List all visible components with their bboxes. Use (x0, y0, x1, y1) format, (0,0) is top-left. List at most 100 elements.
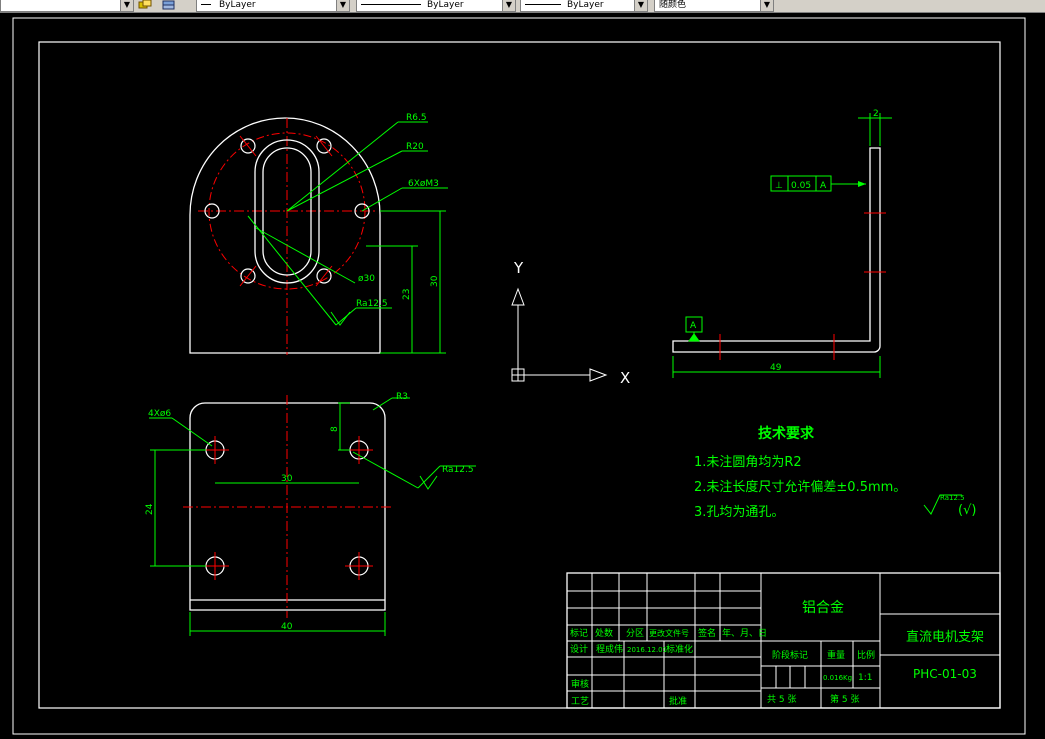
tech-title: 技术要求 (758, 425, 815, 442)
dim-24: 24 (145, 503, 155, 515)
tb-header-date: 年、月、日 (722, 627, 767, 639)
lineweight-value: ByLayer (427, 0, 464, 10)
leader-line (239, 135, 257, 157)
front-view (189, 117, 448, 355)
hole (204, 203, 220, 219)
side-view-outline (672, 147, 881, 353)
slot-inner (262, 147, 312, 276)
line-swatch (201, 4, 211, 5)
plotstyle-value: ByLayer (567, 0, 604, 10)
dim-40: 40 (281, 622, 293, 632)
roughness-suffix: (√) (958, 503, 976, 518)
dim-2: 2 (873, 109, 879, 119)
leader-line (352, 451, 419, 489)
ucs-x-label: X (620, 369, 630, 387)
ucs-y-arrow (511, 287, 525, 306)
leader-line (286, 121, 399, 212)
side-view (672, 113, 892, 378)
label-ra: Ra12.5 (356, 299, 388, 309)
tb-stage-mark: 阶段标记 (772, 649, 808, 661)
title-block (566, 572, 1001, 709)
chevron-down-icon[interactable]: ▼ (120, 0, 133, 11)
top-view-text: 4Xø6 R3 Ra12.5 8 30 24 40 (145, 392, 474, 632)
sheet-inner-border (38, 41, 1001, 709)
leader-line (417, 465, 441, 489)
roughness-symbol (419, 475, 438, 490)
tb-header-count: 处数 (595, 627, 613, 639)
hole (316, 268, 332, 284)
color-dropdown[interactable]: 随颜色 ▼ (654, 0, 774, 12)
top-view-outline (189, 402, 386, 611)
label-r3: R3 (396, 392, 408, 402)
leader-line (171, 417, 213, 447)
tb-header-sign: 签名 (698, 627, 716, 639)
front-view-outline (189, 117, 381, 354)
dim-30: 30 (281, 474, 293, 484)
label-r65: R6.5 (406, 113, 427, 123)
front-view-text: R6.5 R20 6XøM3 ø30 Ra12.5 23 30 (356, 113, 440, 309)
tb-approve: 批准 (669, 695, 687, 707)
leader-line (361, 187, 403, 212)
drawing-canvas[interactable]: R6.5 R20 6XøM3 ø30 Ra12.5 23 30 (0, 13, 1045, 739)
chevron-down-icon[interactable]: ▼ (760, 0, 773, 11)
color-value: 随颜色 (659, 0, 687, 10)
tech-requirements: 技术要求 1.未注圆角均为R2 2.未注长度尺寸允许偏差±0.5mm。 3.孔均… (694, 425, 976, 520)
hole (354, 203, 370, 219)
label-ra: Ra12.5 (442, 465, 474, 475)
tolerance-ref: A (820, 181, 827, 191)
line-swatch (361, 4, 421, 5)
linetype-value: ByLayer (219, 0, 256, 10)
plotstyle-dropdown[interactable]: ByLayer ▼ (520, 0, 648, 12)
tb-weight-label: 重量 (827, 649, 845, 661)
tech-line-1: 1.未注圆角均为R2 (694, 455, 802, 470)
material: 铝合金 (802, 600, 844, 616)
chevron-down-icon[interactable]: ▼ (336, 0, 349, 11)
tb-scale: 1:1 (858, 673, 872, 683)
tolerance-value: 0.05 (791, 181, 811, 191)
ucs-icon (511, 287, 608, 382)
sheet-outer-border (12, 17, 1026, 735)
tech-line-2: 2.未注长度尺寸允许偏差±0.5mm。 (694, 479, 906, 495)
tb-sheet-no: 第 5 张 (830, 693, 859, 705)
layer-dropdown-tail[interactable]: ▼ (0, 0, 134, 12)
dim-49: 49 (770, 363, 782, 373)
leader-line (255, 227, 356, 284)
leader-line (315, 135, 333, 157)
tb-design-date: 2016.12.01 (627, 646, 667, 654)
label-r20: R20 (406, 142, 424, 152)
tb-standard: 标准化 (666, 643, 693, 655)
tb-header-mark: 标记 (570, 627, 588, 639)
lineweight-dropdown[interactable]: ByLayer ▼ (356, 0, 516, 12)
top-view (149, 395, 476, 636)
roughness-value: Ra12.5 (940, 494, 965, 502)
ucs-x-arrow (589, 368, 608, 382)
title-block-text: 铝合金 直流电机支架 PHC-01-03 标记 处数 分区 更改文件号 签名 年… (570, 600, 984, 707)
dim-30: 30 (430, 275, 440, 287)
layer-state-icon[interactable] (138, 0, 152, 10)
hole (240, 138, 256, 154)
tb-header-zone: 分区 (626, 628, 644, 639)
tb-sheets-total: 共 5 张 (767, 694, 796, 705)
leader-line (286, 150, 403, 212)
tb-design: 设计 (570, 643, 588, 655)
tb-designer: 程成伟 (596, 643, 623, 655)
tb-weight: 0.016Kg (823, 674, 852, 682)
hole (316, 138, 332, 154)
hole (240, 268, 256, 284)
roughness-symbol (330, 311, 351, 326)
tech-line-3: 3.孔均为通孔。 (694, 505, 784, 520)
linetype-dropdown[interactable]: ByLayer ▼ (196, 0, 350, 12)
chevron-down-icon[interactable]: ▼ (502, 0, 515, 11)
datum-label: A (690, 321, 697, 331)
label-holes: 6XøM3 (408, 179, 439, 189)
tb-scale-label: 比例 (857, 649, 875, 661)
dim-23: 23 (402, 289, 412, 300)
side-view-text: ⊥ 0.05 A A 2 49 (690, 109, 879, 373)
label-holes: 4Xø6 (148, 409, 171, 419)
tb-process: 工艺 (571, 696, 589, 707)
chevron-down-icon[interactable]: ▼ (634, 0, 647, 11)
part-name: 直流电机支架 (906, 630, 984, 645)
tolerance-symbol: ⊥ (775, 181, 783, 191)
layer-previous-icon[interactable] (162, 0, 176, 10)
dim-8: 8 (330, 426, 340, 432)
